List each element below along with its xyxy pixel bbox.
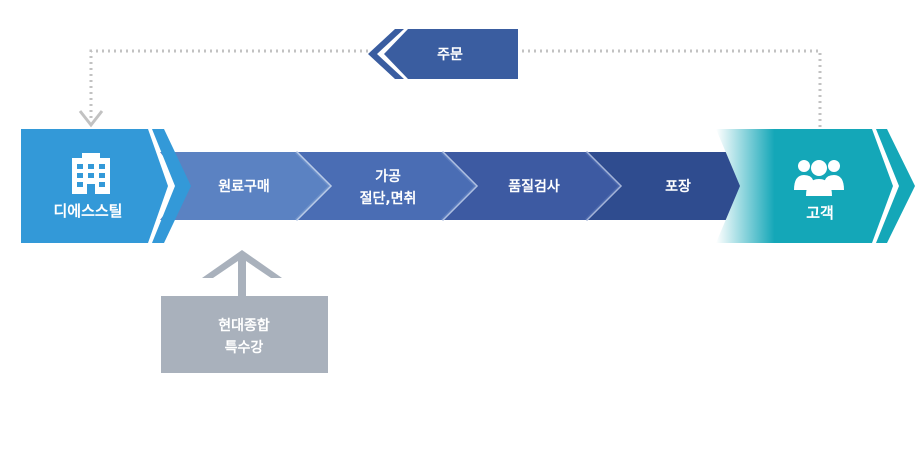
- supplier-up-arrow: [202, 250, 282, 296]
- building-icon: [72, 153, 110, 194]
- step-label-packing: 포장: [665, 178, 691, 195]
- customer-label: 고객: [806, 204, 834, 222]
- order-label: 주문: [437, 47, 463, 63]
- people-icon: [794, 160, 844, 196]
- step-label-raw-material: 원료구매: [218, 179, 270, 195]
- order-loop-line-right: [518, 49, 822, 127]
- order-loop-arrowhead: [78, 110, 104, 128]
- company-label: 디에스스틸: [53, 202, 122, 220]
- customer-block: 고객: [716, 129, 915, 243]
- order-loop-line-left: [89, 49, 368, 120]
- step-arrow-raw-material: [160, 152, 330, 220]
- process-steps: 원료구매 가공 절단,면취 품질검사 포장: [160, 150, 770, 222]
- company-block: 디에스스틸: [21, 129, 191, 243]
- step-label-quality-check: 품질검사: [508, 178, 560, 195]
- supplier-label: 현대종합: [218, 317, 270, 334]
- order-tag: 주문: [368, 29, 518, 79]
- step-arrow-quality-check: [444, 152, 620, 220]
- step-label-processing: 가공: [375, 169, 401, 185]
- supplier-block: 현대종합 특수강: [161, 250, 328, 373]
- supplier-label-2: 특수강: [225, 339, 264, 356]
- step-arrow-packing: [588, 152, 770, 220]
- step-arrow-processing: [298, 152, 476, 220]
- step-label-processing-detail: 절단,면취: [360, 190, 417, 207]
